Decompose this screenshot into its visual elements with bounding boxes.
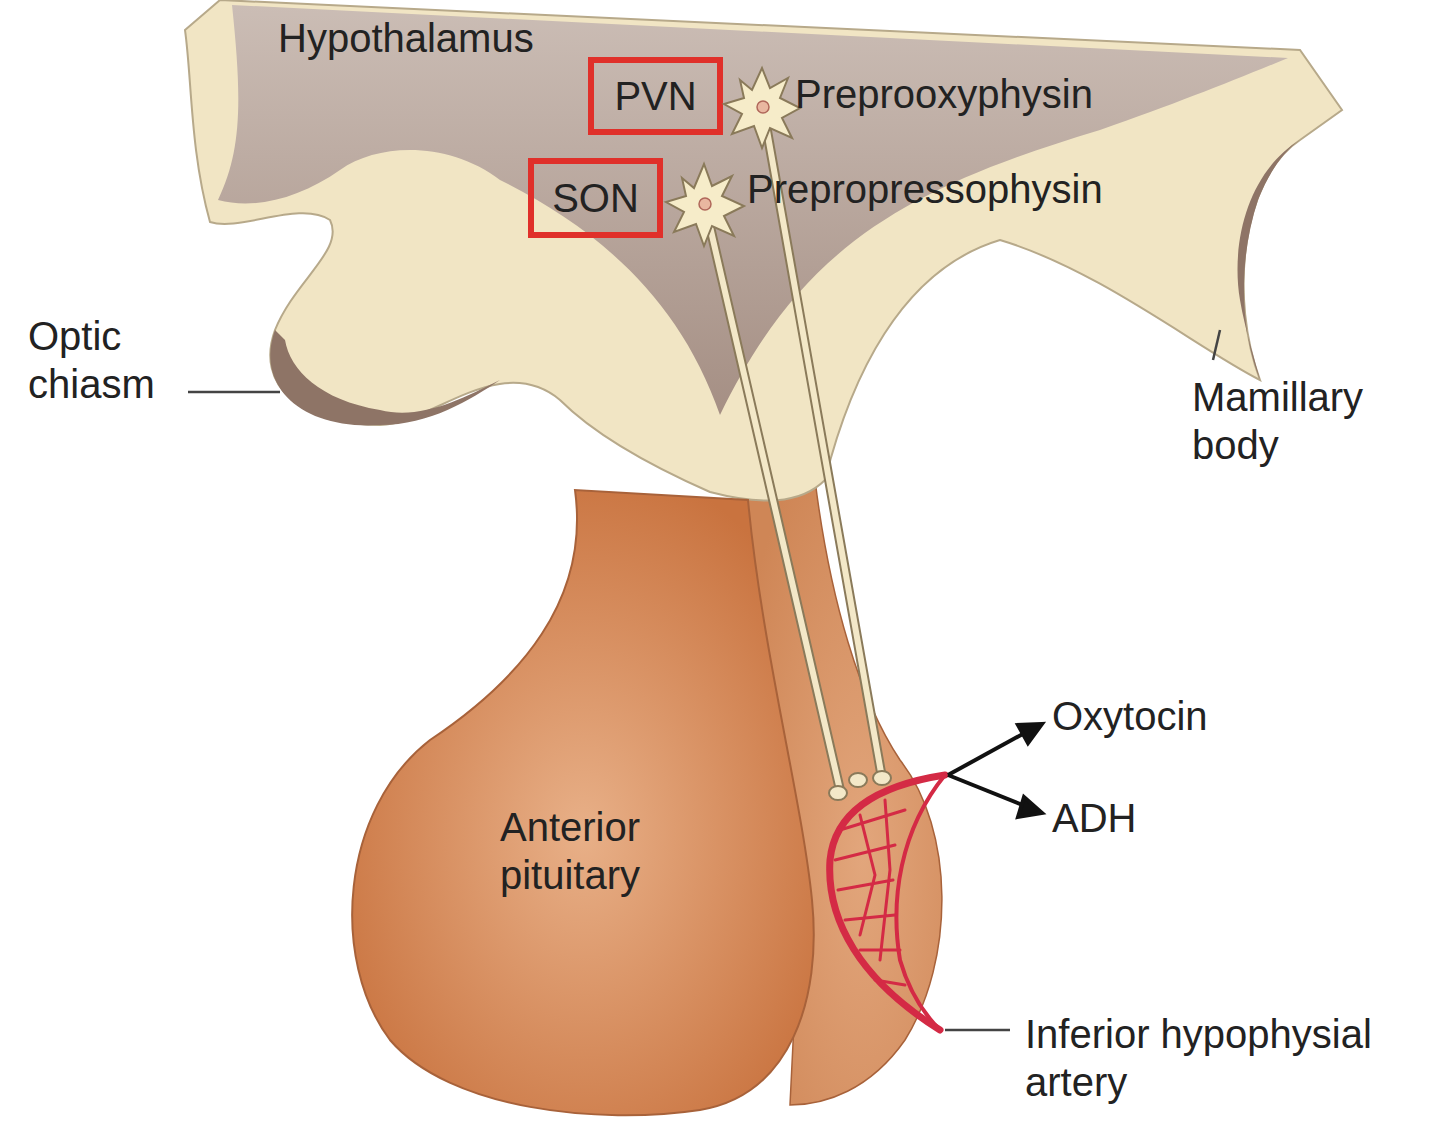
part-label: Optic chiasm — [28, 312, 193, 408]
shape-path — [270, 330, 500, 425]
nucleus-box: SON — [528, 158, 663, 238]
shape-path — [352, 490, 814, 1115]
part-label: Oxytocin — [1052, 692, 1312, 740]
release-arrows — [948, 724, 1042, 817]
part-label: ADH — [1052, 794, 1202, 842]
part-label: Inferior hypophysial artery — [1025, 1010, 1430, 1106]
nucleus-label: SON — [552, 174, 639, 222]
shape-outline — [180, 0, 1350, 500]
anterior-pituitary: Anterior pituitary — [330, 480, 830, 1130]
shape-path — [185, 0, 1342, 501]
capillary-plexus — [830, 775, 945, 1030]
part-label: Prepropressophysin — [747, 165, 1217, 213]
region-label: Hypothalamus — [278, 14, 598, 62]
shape-path — [218, 5, 1288, 415]
shape-path — [1238, 140, 1301, 380]
axon-terminals — [829, 771, 891, 800]
leader-lines — [188, 330, 1220, 1030]
axon-bundle — [705, 108, 882, 790]
hypothalamus-region: HypothalamusPVN SON — [180, 0, 1350, 500]
nucleus-box: PVN — [588, 57, 723, 135]
region-label: Anterior pituitary — [480, 803, 660, 899]
part-label: Mamillary body — [1192, 373, 1397, 469]
neuron-cell — [666, 68, 800, 246]
nucleus-label: PVN — [614, 72, 696, 120]
part-label: Preprooxyphysin — [795, 70, 1215, 118]
